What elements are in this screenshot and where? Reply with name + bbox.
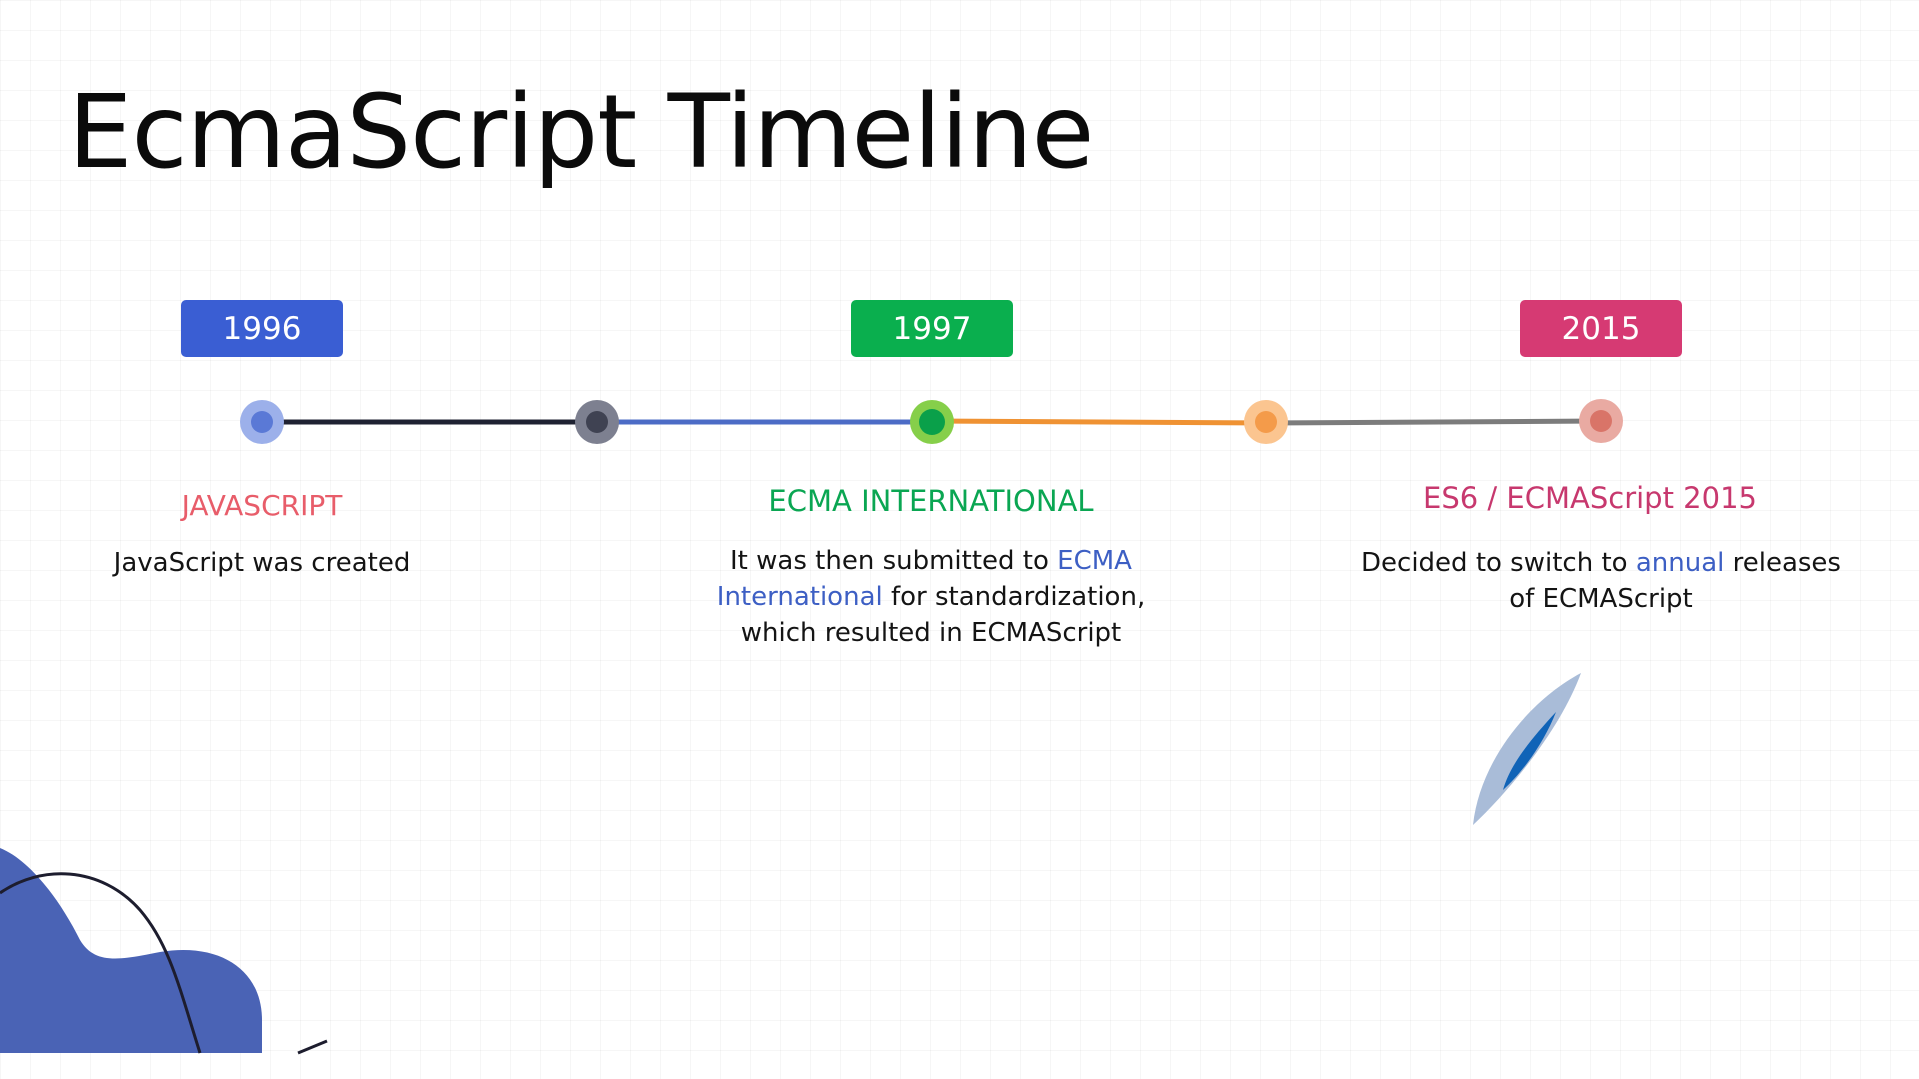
year-badge-1996: 1996 xyxy=(181,300,343,357)
slide-title: EcmaScript Timeline xyxy=(68,73,1094,192)
decorative-stroke xyxy=(297,1039,328,1055)
timeline-segment-3 xyxy=(931,418,1267,426)
international-link-text: International xyxy=(716,582,883,612)
event-description-ecma-international: It was then submitted to ECMA Internatio… xyxy=(701,543,1161,651)
event-description-line: It was then submitted to ECMA xyxy=(701,543,1161,579)
timeline-segment-4 xyxy=(1265,418,1602,426)
event-description-es6: Decided to switch to annual releases of … xyxy=(1341,545,1861,617)
year-badge-1997: 1997 xyxy=(851,300,1013,357)
description-text: for standardization, xyxy=(882,582,1146,612)
description-text: Decided to switch to xyxy=(1361,548,1636,578)
event-description-line: which resulted in ECMAScript xyxy=(740,618,1122,648)
ecma-link-text: ECMA xyxy=(1057,546,1132,576)
event-heading-ecma-international: ECMA INTERNATIONAL xyxy=(768,484,1094,518)
decorative-curve xyxy=(0,872,202,1054)
timeline-node-3 xyxy=(910,400,954,444)
event-description-line: International for standardization, xyxy=(701,579,1161,615)
decorative-blob xyxy=(0,848,262,1053)
timeline-node-2 xyxy=(575,400,619,444)
timeline-node-1 xyxy=(240,400,284,444)
annual-link-text: annual xyxy=(1635,548,1725,578)
decorative-leaf xyxy=(1473,673,1581,825)
event-heading-es6: ES6 / ECMAScript 2015 xyxy=(1423,481,1757,515)
event-description-line: of ECMAScript xyxy=(1509,584,1693,614)
year-badge-2015: 2015 xyxy=(1520,300,1682,357)
event-description-line: Decided to switch to annual releases xyxy=(1341,545,1861,581)
timeline-node-4 xyxy=(1244,400,1288,444)
description-text: releases xyxy=(1724,548,1841,578)
event-heading-javascript: JAVASCRIPT xyxy=(181,489,343,522)
description-text: It was then submitted to xyxy=(730,546,1058,576)
timeline-node-5 xyxy=(1579,399,1623,443)
decorative-leaf-inner xyxy=(1503,712,1556,790)
event-description-javascript: JavaScript was created xyxy=(113,548,411,578)
